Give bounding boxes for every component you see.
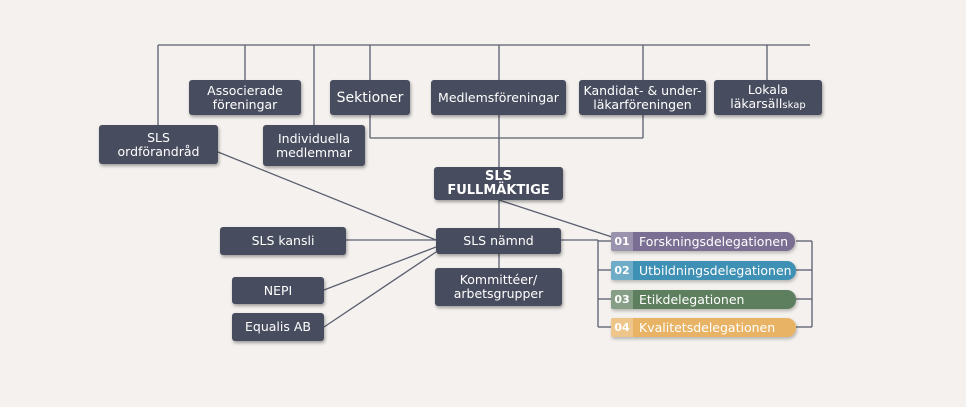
ordforanderad-to-namnd [217, 151, 437, 241]
node-nepi: NEPI [232, 277, 324, 304]
node-associerade: Associerade föreningar [189, 80, 301, 115]
node-namnd: SLS nämnd [436, 228, 561, 254]
lokala-line1: Lokala [747, 81, 789, 97]
delegation-label: Kvalitetsdelegationen [639, 320, 776, 335]
delegation-number: 03 [611, 290, 633, 309]
lokala-line2: läkarsällskap [730, 95, 806, 113]
node-individuella: Individuella medlemmar [263, 125, 365, 166]
node-sektioner: Sektioner [330, 80, 410, 115]
delegation-number: 01 [611, 232, 633, 251]
delegation-number: 04 [611, 318, 633, 337]
node-fullmaktige: SLS FULLMÄKTIGE [434, 167, 563, 200]
node-lokala: Lokala läkarsällskap [714, 80, 822, 115]
namnd-to-nepi [323, 246, 437, 291]
node-medlemsforeningar: Medlemsföreningar [431, 80, 566, 115]
node-kommitteer: Kommittéer/ arbetsgrupper [435, 268, 562, 306]
node-kansli: SLS kansli [220, 227, 346, 255]
delegation-kvalitet: 04 Kvalitetsdelegationen [611, 318, 796, 337]
delegation-label: Forskningsdelegationen [639, 234, 788, 249]
delegation-label: Etikdelegationen [639, 292, 745, 307]
fullmaktige-to-delegations [498, 199, 613, 238]
delegation-etik: 03 Etikdelegationen [611, 290, 796, 309]
node-ordforanderad: SLS ordförandråd [99, 125, 218, 164]
lokala-line2a: läkarsäll [730, 95, 783, 111]
delegation-label: Utbildningsdelegationen [639, 263, 792, 278]
lokala-line2b: skap [782, 99, 806, 111]
delegation-utbildning: 02 Utbildningsdelegationen [611, 261, 796, 280]
delegation-number: 02 [611, 261, 633, 280]
node-kandidat: Kandidat- & under- läkarföreningen [579, 80, 706, 115]
node-equalis: Equalis AB [232, 313, 324, 341]
namnd-to-equalis [323, 251, 437, 328]
delegation-forskning: 01 Forskningsdelegationen [611, 232, 795, 251]
